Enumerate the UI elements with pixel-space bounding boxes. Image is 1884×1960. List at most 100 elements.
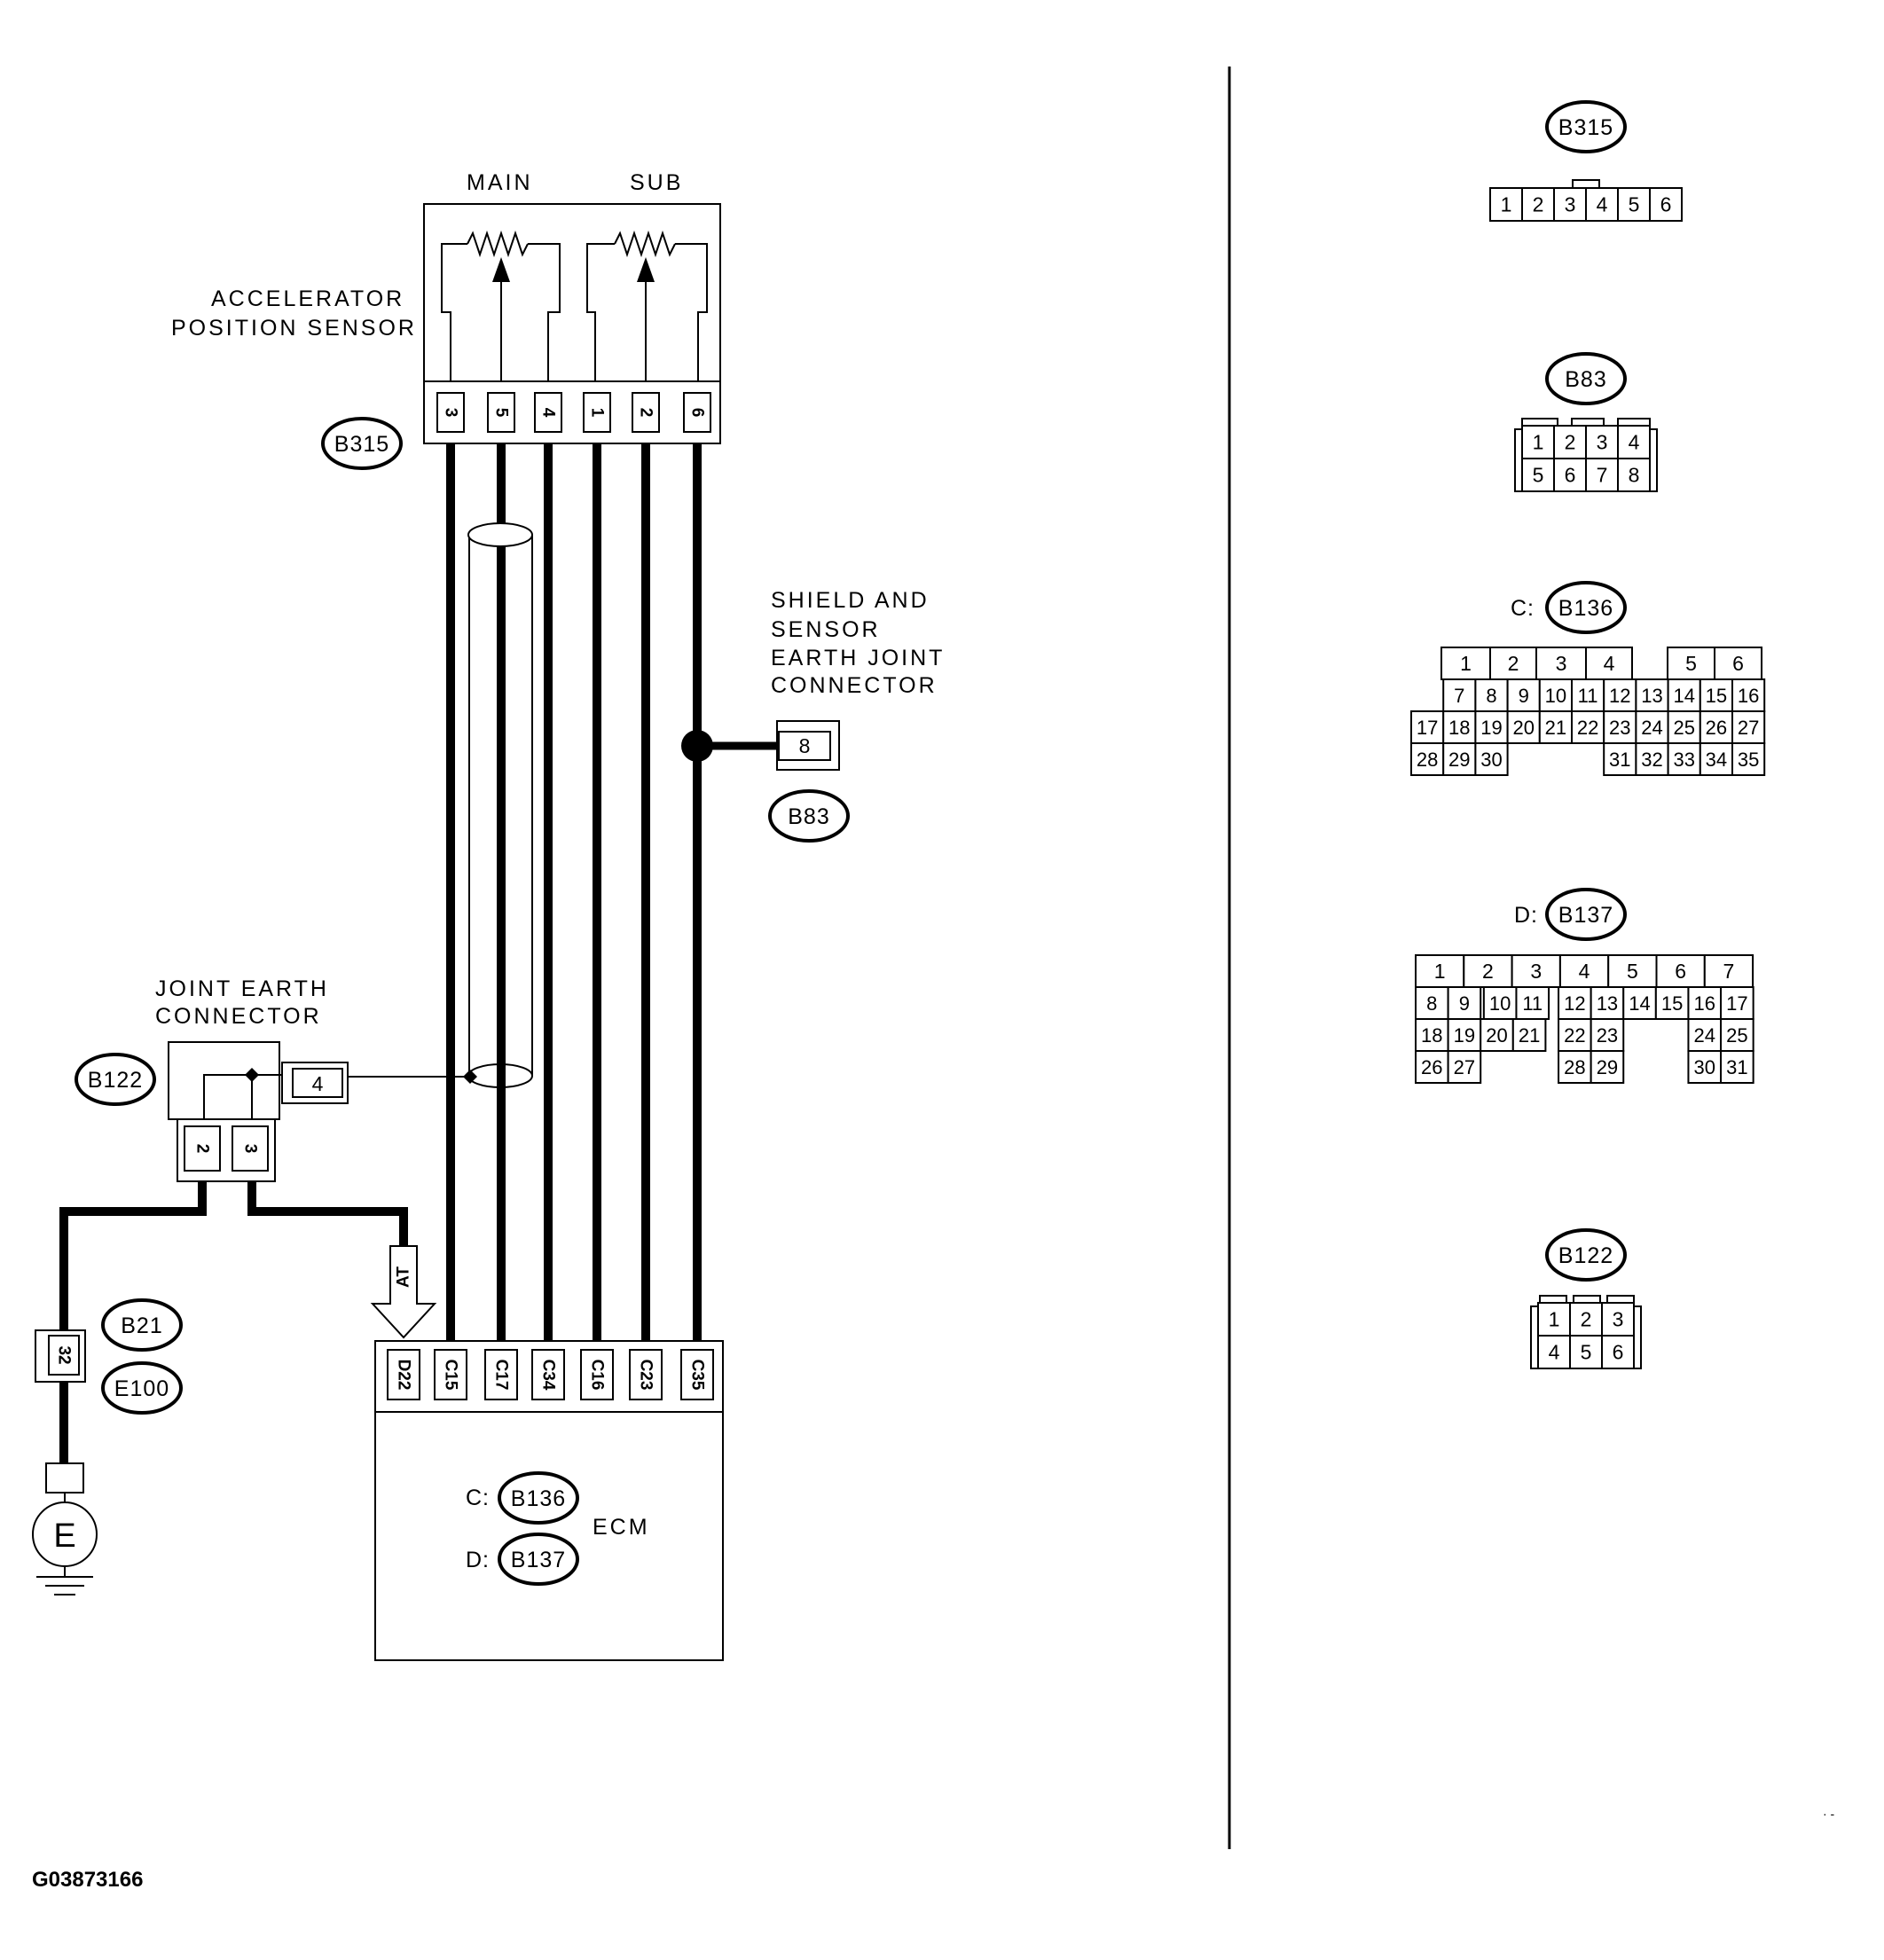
face-b315-pin-5: 5	[1629, 193, 1640, 216]
face-b136-pin-30-cell	[1474, 742, 1509, 776]
face-b137-pin-29: 29	[1597, 1056, 1618, 1078]
shield-label-line3: EARTH JOINT	[771, 646, 945, 670]
face-b137-pin-13: 13	[1597, 992, 1618, 1015]
face-b137-pin-24-cell	[1687, 1018, 1723, 1052]
b21-e100-connector: 32	[35, 1329, 86, 1383]
face-b136-pin-26: 26	[1706, 717, 1727, 739]
face-b137-pin-24: 24	[1693, 1024, 1715, 1047]
face-b137-pin-4-cell	[1558, 954, 1610, 988]
sub-wiper-arrow	[637, 257, 655, 282]
joint-label-line2: CONNECTOR	[155, 1004, 322, 1029]
face-b83-pin-8: 8	[1629, 464, 1640, 487]
face-b136-pin-4: 4	[1604, 652, 1615, 675]
face-b137-pin-14: 14	[1629, 992, 1650, 1015]
ecm-pin-2: C15	[442, 1360, 460, 1391]
face-b136-pin-16-cell	[1731, 678, 1766, 712]
sub-potentiometer	[586, 230, 708, 381]
sensor-pin-5-box	[632, 392, 660, 433]
oval-b83: B83	[768, 789, 850, 843]
face-b136-pin-17: 17	[1417, 717, 1438, 739]
face-b136-pin-7: 7	[1454, 685, 1464, 707]
cable-shield	[467, 522, 533, 1088]
face-b136-pin-27: 27	[1738, 717, 1759, 739]
ecm-pin-7-box	[680, 1349, 714, 1400]
oval-face-b136-label: B136	[1558, 596, 1613, 621]
sensor-body	[423, 203, 721, 382]
face-b83-pin-5-cell	[1521, 458, 1555, 492]
oval-ecm-b136-label: B136	[511, 1486, 566, 1511]
face-b137-pin-1: 1	[1434, 960, 1446, 983]
face-b136-pin-8-cell	[1474, 678, 1509, 712]
face-b136-pin-32: 32	[1641, 749, 1662, 771]
oval-b122-label: B122	[88, 1068, 143, 1093]
face-b315-pin-6-cell	[1649, 187, 1683, 222]
face-b137-pin-11-cell	[1515, 986, 1550, 1020]
face-b136-pin-20: 20	[1512, 717, 1534, 739]
face-b137-pin-26: 26	[1421, 1056, 1442, 1078]
shield-label-line4: CONNECTOR	[771, 673, 938, 698]
figure-id: G03873166	[32, 1868, 143, 1892]
face-b137-pin-15-cell	[1654, 986, 1690, 1020]
at-arrow: AT	[370, 1245, 437, 1339]
corner-mark: · -	[1823, 1807, 1835, 1821]
oval-b21: B21	[101, 1298, 183, 1352]
face-b122-pin-3-cell	[1601, 1302, 1635, 1337]
face-b137-pin-15: 15	[1661, 992, 1683, 1015]
oval-b83-label: B83	[788, 804, 829, 829]
face-b136-pin-13: 13	[1641, 685, 1662, 707]
face-b136-pin-21: 21	[1545, 717, 1566, 739]
face-b136-pin-25: 25	[1673, 717, 1694, 739]
face-b137-pin-21: 21	[1519, 1024, 1540, 1047]
face-b136-pin-14: 14	[1673, 685, 1694, 707]
face-b122-pin-1: 1	[1549, 1308, 1560, 1331]
face-b137-pin-9-cell	[1447, 986, 1482, 1020]
face-b137-pin-1-cell	[1415, 954, 1465, 988]
face-b137-pin-4: 4	[1579, 960, 1590, 983]
oval-face-b83-label: B83	[1565, 367, 1606, 392]
face-b137-pin-17: 17	[1726, 992, 1747, 1015]
sensor-pin-6: 6	[688, 408, 707, 418]
face-b137-pin-20: 20	[1486, 1024, 1507, 1047]
oval-ecm-b137: B137	[498, 1533, 579, 1586]
aps-label-line2: POSITION SENSOR	[171, 316, 417, 341]
face-b137-pin-27-cell	[1447, 1050, 1482, 1084]
joint-label-line1: JOINT EARTH	[155, 976, 329, 1001]
face-b315-pin-5-cell	[1617, 187, 1651, 222]
face-b137-pin-8: 8	[1426, 992, 1437, 1015]
face-b136-pin-31: 31	[1609, 749, 1630, 771]
face-b315-pin-6: 6	[1660, 193, 1672, 216]
face-b137-pin-19: 19	[1454, 1024, 1475, 1047]
ecm-pin-7: C35	[688, 1360, 707, 1391]
ecm-pin-6: C23	[637, 1360, 655, 1391]
ecm-prefix-d: D:	[466, 1548, 490, 1572]
face-b136-pin-19-cell	[1474, 710, 1509, 744]
joint-bottom-pin-1: 2	[193, 1144, 212, 1154]
face-b136-pin-35-cell	[1731, 742, 1766, 776]
earth-symbol: E	[32, 1462, 98, 1595]
face-b137-pin-25: 25	[1726, 1024, 1747, 1047]
face-b136-pin-23: 23	[1609, 717, 1630, 739]
face-b137-pin-8-cell	[1415, 986, 1449, 1020]
face-b137-pin-12-cell	[1558, 986, 1592, 1020]
face-b136-pin-3: 3	[1556, 652, 1567, 675]
face-b83-pin-2: 2	[1565, 431, 1576, 454]
face-b136-pin-4-cell	[1585, 647, 1633, 680]
face-b315-pin-1: 1	[1501, 193, 1512, 216]
face-b83-pin-7: 7	[1597, 464, 1608, 487]
main-label: MAIN	[467, 170, 533, 195]
harness-wires	[446, 443, 702, 1341]
face-b137-pin-23: 23	[1597, 1024, 1618, 1047]
oval-face-b315-label: B315	[1558, 115, 1613, 140]
oval-face-b137: B137	[1545, 888, 1627, 941]
ecm-pin-6-box	[629, 1349, 663, 1400]
face-b136-pin-34: 34	[1706, 749, 1727, 771]
face-b137-pin-16: 16	[1693, 992, 1715, 1015]
face-b137-pin-19-cell	[1447, 1018, 1482, 1052]
ecm-pin-5: C16	[588, 1360, 607, 1391]
face-b137-pin-23-cell	[1590, 1018, 1625, 1052]
face-b83-pin-4-cell	[1617, 425, 1651, 459]
face-b315-pin-3: 3	[1565, 193, 1576, 216]
